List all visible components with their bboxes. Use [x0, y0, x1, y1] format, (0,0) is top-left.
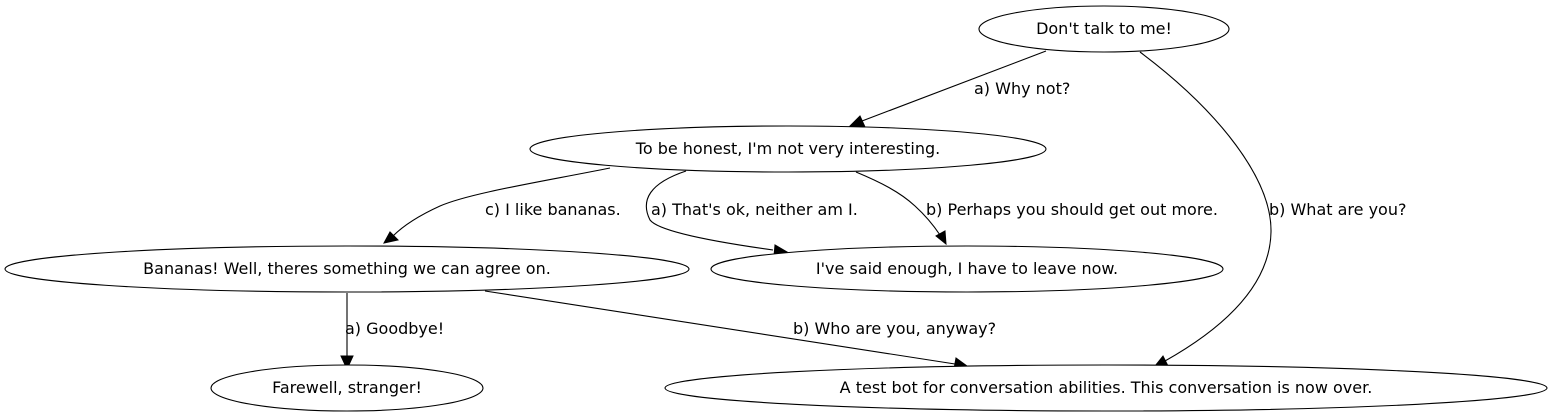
edge-label-why-not: a) Why not? — [974, 79, 1070, 98]
node-start: Don't talk to me! — [978, 5, 1230, 53]
edge-honest-to-leave-b — [855, 171, 947, 246]
node-honest-label: To be honest, I'm not very interesting. — [635, 139, 940, 158]
edge-honest-to-bananas — [383, 167, 611, 244]
edge-label-who-are-you: b) Who are you, anyway? — [793, 319, 996, 338]
node-leave-label: I've said enough, I have to leave now. — [816, 259, 1118, 278]
node-testbot: A test bot for conversation abilities. T… — [664, 364, 1548, 412]
node-honest: To be honest, I'm not very interesting. — [529, 125, 1047, 173]
node-bananas-label: Bananas! Well, theres something we can a… — [143, 259, 551, 278]
node-farewell-label: Farewell, stranger! — [272, 378, 422, 397]
edge-bananas-to-farewell — [340, 293, 354, 371]
edge-label-goodbye: a) Goodbye! — [345, 319, 444, 338]
edge-label-i-like-bananas: c) I like bananas. — [485, 200, 621, 219]
node-bananas: Bananas! Well, theres something we can a… — [4, 245, 690, 293]
edge-label-neither-am-i: a) That's ok, neither am I. — [651, 200, 858, 219]
edge-label-get-out-more: b) Perhaps you should get out more. — [926, 200, 1218, 219]
node-farewell: Farewell, stranger! — [210, 364, 484, 412]
edge-label-what-are-you: b) What are you? — [1269, 200, 1406, 219]
node-testbot-label: A test bot for conversation abilities. T… — [840, 378, 1373, 397]
node-leave: I've said enough, I have to leave now. — [710, 245, 1224, 293]
node-start-label: Don't talk to me! — [1036, 19, 1172, 38]
